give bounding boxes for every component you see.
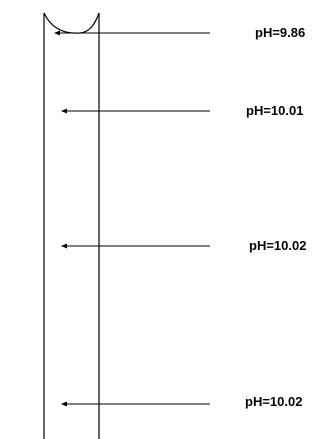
- sampling-arrow-4: [61, 401, 210, 407]
- ph-label-3: pH=10.02: [249, 238, 306, 253]
- ph-label-2: pH=10.01: [246, 103, 303, 118]
- sampling-arrow-1: [54, 30, 210, 36]
- sampling-arrow-2: [61, 108, 210, 114]
- liquid-meniscus: [43, 12, 100, 34]
- ph-label-1: pH=9.86: [255, 25, 305, 40]
- ph-label-4: pH=10.02: [245, 394, 302, 409]
- sampling-arrow-3: [61, 243, 210, 249]
